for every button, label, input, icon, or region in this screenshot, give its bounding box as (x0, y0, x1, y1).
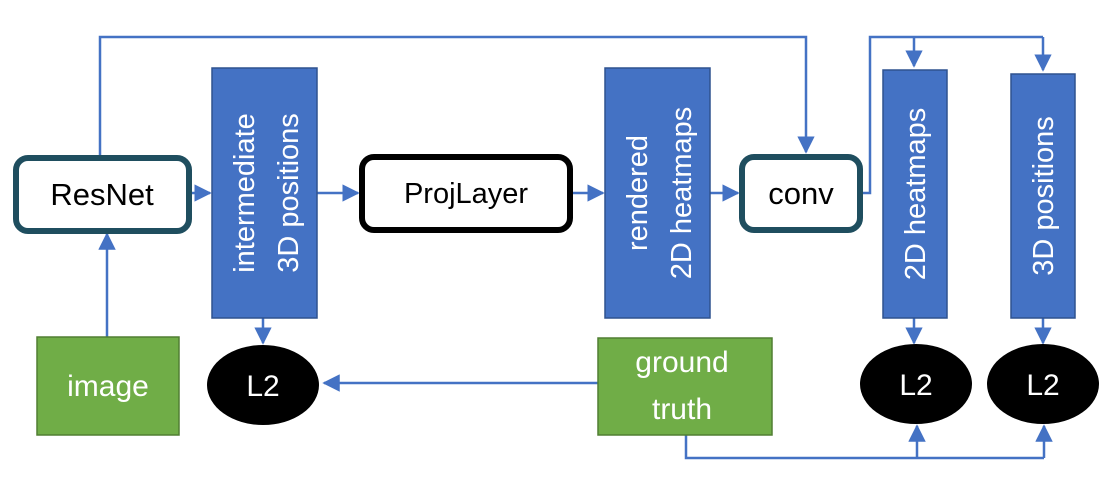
3d-positions-label: 3D positions (1028, 116, 1060, 276)
ground-truth-bottom-line (684, 435, 1044, 460)
ground-truth-label-line1: ground (635, 346, 728, 379)
conv-to-outputs-line (860, 35, 1043, 195)
intermediate-label-line2: 3D positions (273, 113, 305, 273)
rendered-label-line1: rendered (622, 135, 654, 251)
rendered-label-line2: 2D heatmaps (666, 107, 698, 280)
l2-loss-node-1: L2 (207, 345, 319, 425)
ground-truth-label-line2: truth (652, 393, 712, 426)
rendered-2d-heatmaps-node: rendered 2D heatmaps (604, 67, 711, 319)
connectors (98, 35, 1053, 460)
resnet-label: ResNet (50, 177, 154, 212)
conv-label: conv (768, 176, 834, 211)
intermediate-label-line1: intermediate (229, 113, 261, 273)
2d-heatmaps-node: 2D heatmaps (882, 69, 948, 319)
intermediate-3d-positions-node: intermediate 3D positions (211, 67, 318, 319)
projlayer-label: ProjLayer (404, 178, 528, 210)
l2-loss-label-2: L2 (899, 369, 932, 402)
resnet-skip-to-conv-arrow (98, 35, 815, 158)
l2-loss-label-1: L2 (246, 370, 279, 403)
resnet-node: ResNet (13, 155, 192, 234)
2d-heatmaps-label: 2D heatmaps (900, 108, 932, 281)
3d-positions-node: 3D positions (1010, 73, 1076, 319)
l2-loss-node-3: L2 (987, 344, 1099, 424)
l2-loss-node-2: L2 (860, 344, 972, 424)
l2-loss-label-3: L2 (1026, 369, 1059, 402)
image-node: image (36, 336, 180, 436)
projlayer-node: ProjLayer (359, 154, 573, 233)
image-label: image (67, 370, 149, 403)
ground-truth-node: ground truth (597, 337, 773, 436)
conv-node: conv (739, 154, 863, 233)
